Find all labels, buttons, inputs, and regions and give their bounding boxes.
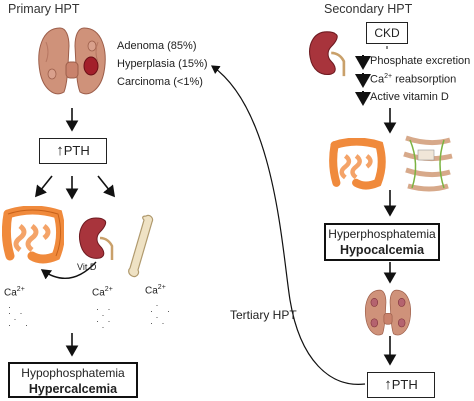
effect-calcium: Ca2+ reabsorption <box>370 73 457 86</box>
tertiary-hpt-label: Tertiary HPT <box>230 308 297 322</box>
effect-phosphate: Phosphate excretion <box>370 55 471 67</box>
cause-hyperplasia: Hyperplasia (15%) <box>117 58 208 70</box>
ca-label-intestine: Ca2+ <box>4 286 25 299</box>
thyroid-parathyroid-icon <box>38 27 106 95</box>
cause-carcinoma: Carcinoma (<1%) <box>117 76 203 88</box>
up-arrow-icon: ↑ <box>56 142 64 159</box>
primary-result-box: Hypophosphatemia Hypercalcemia <box>8 362 138 398</box>
up-arrow-icon: ↑ <box>384 376 392 393</box>
kidney-icon <box>79 217 114 260</box>
arrow-vitd-curve <box>40 261 97 280</box>
primary-pth-box: ↑PTH <box>39 138 107 164</box>
ca-label-bone: Ca2+ <box>145 284 166 297</box>
ckd-box: CKD <box>366 22 408 44</box>
secondary-pth-label: PTH <box>391 377 418 392</box>
arrow-tertiary-curve <box>211 65 366 385</box>
bone-icon <box>128 214 154 278</box>
thyroid-parathyroid-icon <box>365 289 411 336</box>
primary-result-phosphate: Hypophosphatemia <box>21 366 125 380</box>
primary-hpt-title: Primary HPT <box>8 2 80 16</box>
arrow-pth-to-intestine <box>35 175 53 198</box>
primary-pth-label: PTH <box>63 143 90 158</box>
kidney-icon <box>309 31 346 77</box>
secondary-result-phosphate: Hyperphosphatemia <box>328 227 436 241</box>
kidney-nephron-icon <box>403 135 453 192</box>
primary-result-calcium: Hypercalcemia <box>28 382 118 396</box>
effect-vitamin-d: Active vitamin D <box>370 91 449 103</box>
calcium-dots: ·· · ·· · <box>8 302 31 330</box>
secondary-result-calcium: Hypocalcemia <box>339 243 425 257</box>
intestine-icon <box>329 138 386 190</box>
arrow-pth-to-bone <box>97 175 115 198</box>
ca-label-kidney: Ca2+ <box>92 286 113 299</box>
vitd-label: Vit.D <box>77 262 97 272</box>
secondary-pth-box: ↑PTH <box>367 372 435 398</box>
calcium-dots: ·· · ·· · <box>150 300 173 328</box>
secondary-result-box: Hyperphosphatemia Hypocalcemia <box>324 223 440 261</box>
secondary-hpt-title: Secondary HPT <box>324 2 413 16</box>
intestine-icon <box>2 206 64 264</box>
cause-adenoma: Adenoma (85%) <box>117 40 197 52</box>
calcium-dots: · · ·· · · <box>96 304 114 332</box>
